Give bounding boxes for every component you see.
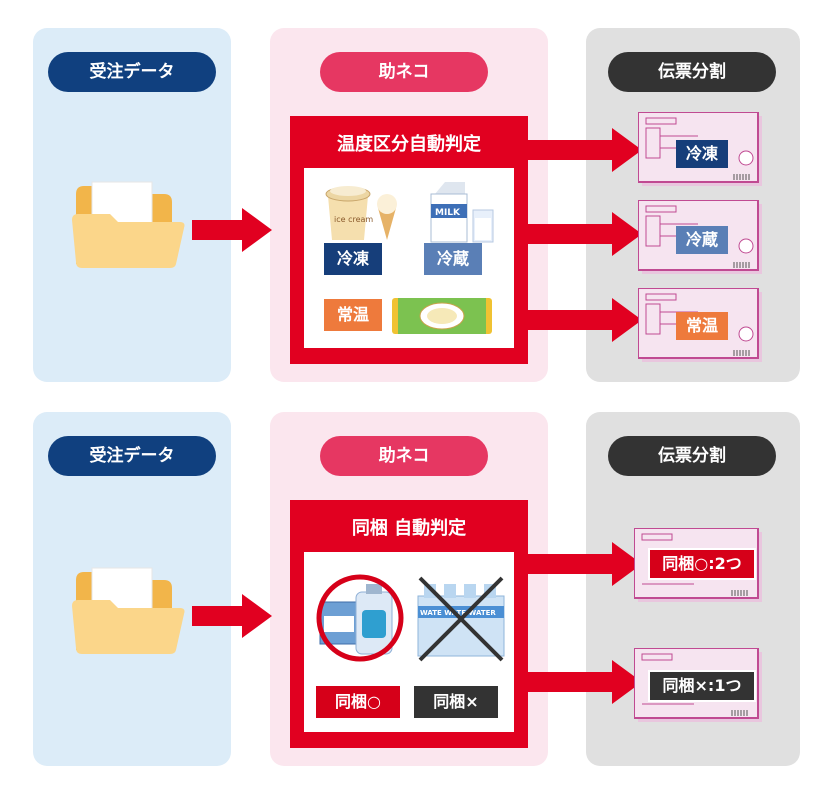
bundle-judge-title: 同梱 自動判定	[351, 518, 467, 539]
svg-text:MILK: MILK	[435, 208, 461, 218]
arrow-right-icon	[528, 542, 642, 586]
pasta-icon	[392, 298, 492, 334]
suke-neko-pill-1: 助ネコ	[320, 52, 488, 92]
order-data-pill-2: 受注データ	[48, 436, 216, 476]
shipping-slip-icon	[638, 200, 762, 274]
detergent-icon	[316, 574, 404, 662]
folder-icon	[72, 181, 185, 268]
water-bottles-icon: WATE WATE WATER	[417, 576, 505, 662]
svg-text:ice cream: ice cream	[334, 215, 373, 224]
svg-text:WATE WATE WATER: WATE WATE WATER	[420, 609, 496, 617]
order-data-pill-1: 受注データ	[48, 52, 216, 92]
slip-split-pill-1: 伝票分割	[608, 52, 776, 92]
tag-chilled: 冷蔵	[424, 243, 482, 275]
tag-frozen: 冷凍	[324, 243, 382, 275]
arrow-right-icon	[192, 208, 272, 252]
suke-neko-pill-2: 助ネコ	[320, 436, 488, 476]
tag-bundle-ok: 同梱○	[316, 686, 400, 718]
tag-ambient: 常温	[324, 299, 382, 331]
slip-label-frozen: 冷凍	[676, 140, 728, 168]
temperature-judge-title: 温度区分自動判定	[337, 134, 481, 155]
slip-label-bundle-ok: 同梱○:2つ	[648, 548, 756, 580]
arrow-right-icon	[528, 212, 642, 256]
slip-label-chilled: 冷蔵	[676, 226, 728, 254]
arrow-right-icon	[192, 594, 272, 638]
slip-label-ambient: 常温	[676, 312, 728, 340]
shipping-slip-icon	[638, 112, 762, 186]
ice-cream-icon: ice cream	[325, 186, 397, 240]
milk-icon: MILK	[430, 182, 494, 243]
tag-bundle-ng: 同梱×	[414, 686, 498, 718]
arrow-right-icon	[528, 298, 642, 342]
arrow-right-icon	[528, 128, 642, 172]
arrow-right-icon	[528, 660, 642, 704]
slip-label-bundle-ng: 同梱×:1つ	[648, 670, 756, 702]
slip-split-pill-2: 伝票分割	[608, 436, 776, 476]
folder-icon	[72, 567, 185, 654]
